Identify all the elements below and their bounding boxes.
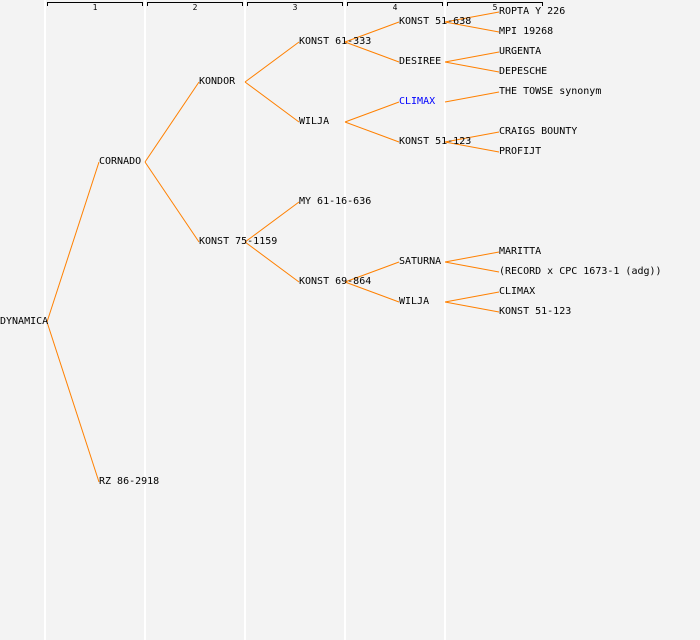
pedigree-node[interactable]: KONST 75-1159: [199, 236, 278, 247]
pedigree-node[interactable]: KONST 51-123: [499, 306, 572, 317]
pedigree-node[interactable]: MY 61-16-636: [299, 196, 372, 207]
generation-bracket: [247, 2, 343, 6]
column-separator: [444, 0, 446, 640]
column-separator: [244, 0, 246, 640]
pedigree-node[interactable]: KONDOR: [199, 76, 236, 87]
pedigree-link: [244, 41, 300, 83]
generation-header-3: 3: [292, 3, 298, 12]
generation-bracket: [147, 2, 243, 6]
pedigree-node[interactable]: DYNAMICA: [0, 316, 49, 327]
generation-header-1: 1: [92, 3, 98, 12]
pedigree-link: [444, 261, 500, 273]
pedigree-link: [444, 131, 500, 143]
pedigree-node[interactable]: (RECORD x CPC 1673-1 (adg)): [499, 266, 662, 277]
generation-header-4: 4: [392, 3, 398, 12]
column-separator: [344, 0, 346, 640]
pedigree-node[interactable]: THE TOWSE synonym: [499, 86, 602, 97]
pedigree-link: [444, 21, 500, 33]
generation-header-5: 5: [492, 3, 498, 12]
pedigree-node[interactable]: PROFIJT: [499, 146, 542, 157]
pedigree-link: [444, 61, 500, 73]
pedigree-node[interactable]: DESIREE: [399, 56, 442, 67]
pedigree-link: [344, 281, 400, 303]
pedigree-node[interactable]: MARITTA: [499, 246, 542, 257]
pedigree-node[interactable]: RZ 86-2918: [99, 476, 160, 487]
pedigree-node[interactable]: WILJA: [299, 116, 330, 127]
generation-header-2: 2: [192, 3, 198, 12]
pedigree-link: [244, 241, 300, 283]
pedigree-link: [444, 91, 500, 103]
pedigree-node[interactable]: WILJA: [399, 296, 430, 307]
column-separator: [44, 0, 46, 640]
pedigree-node[interactable]: URGENTA: [499, 46, 542, 57]
pedigree-node[interactable]: CORNADO: [99, 156, 142, 167]
pedigree-node[interactable]: MPI 19268: [499, 26, 554, 37]
pedigree-link: [46, 161, 100, 323]
generation-bracket: [47, 2, 143, 6]
pedigree-link: [144, 161, 200, 243]
pedigree-link: [444, 51, 500, 63]
pedigree-link: [344, 121, 400, 143]
pedigree-link: [244, 81, 300, 123]
pedigree-link: [144, 81, 200, 163]
pedigree-node[interactable]: KONST 51-123: [399, 136, 472, 147]
pedigree-node[interactable]: DEPESCHE: [499, 66, 548, 77]
pedigree-node[interactable]: SATURNA: [399, 256, 442, 267]
pedigree-link: [444, 251, 500, 263]
pedigree-node[interactable]: KONST 51-638: [399, 16, 472, 27]
pedigree-node[interactable]: KONST 69-864: [299, 276, 372, 287]
pedigree-link: [344, 41, 400, 63]
pedigree-link: [444, 141, 500, 153]
pedigree-link: [444, 11, 500, 23]
pedigree-link: [444, 291, 500, 303]
pedigree-node[interactable]: CLIMAX: [499, 286, 536, 297]
column-separator: [144, 0, 146, 640]
pedigree-link: [344, 101, 400, 123]
pedigree-link: [344, 21, 400, 43]
pedigree-link: [46, 321, 100, 483]
pedigree-link: [344, 261, 400, 283]
pedigree-link: [244, 201, 300, 243]
pedigree-link: [444, 301, 500, 313]
pedigree-node[interactable]: ROPTA Y 226: [499, 6, 566, 17]
generation-bracket: [447, 2, 543, 6]
pedigree-node[interactable]: CRAIGS BOUNTY: [499, 126, 578, 137]
generation-bracket: [347, 2, 443, 6]
pedigree-node[interactable]: KONST 61-333: [299, 36, 372, 47]
pedigree-node[interactable]: CLIMAX: [399, 96, 436, 107]
